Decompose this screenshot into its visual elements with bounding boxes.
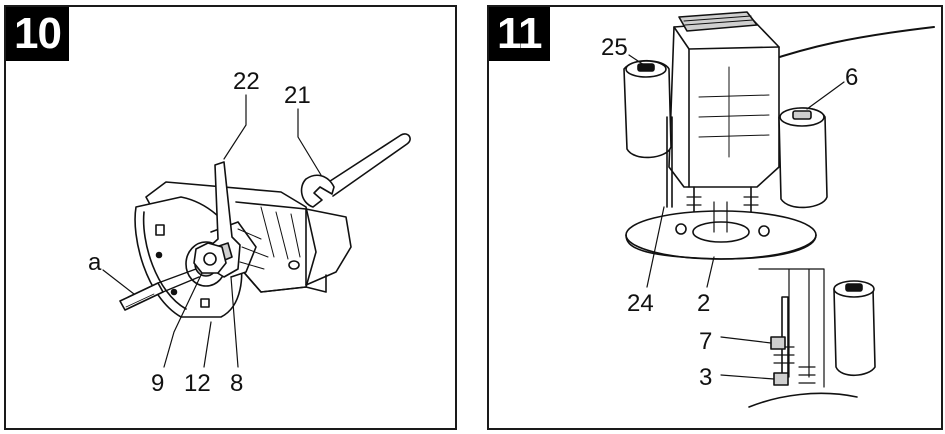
figure-10-panel: 10 xyxy=(4,5,457,430)
leader-lines-10 xyxy=(102,94,322,368)
router-base-plate xyxy=(625,186,817,260)
handle-6 xyxy=(778,107,828,209)
callout-25: 25 xyxy=(601,34,628,61)
leader-lines-11 xyxy=(628,54,845,380)
callout-2: 2 xyxy=(697,290,710,317)
callout-8: 8 xyxy=(230,370,243,397)
callout-6: 6 xyxy=(845,64,858,91)
figure-10-illustration: 22 21 a 9 12 8 xyxy=(88,68,411,397)
callout-22: 22 xyxy=(233,68,260,95)
depth-stop-rod-24 xyxy=(666,116,673,208)
callout-7: 7 xyxy=(699,328,712,355)
handle-25 xyxy=(623,59,672,159)
callout-24: 24 xyxy=(627,290,654,317)
figure-11-illustration: 25 6 24 2 7 3 xyxy=(601,11,935,408)
callout-9: 9 xyxy=(151,370,164,397)
callout-21: 21 xyxy=(284,82,311,109)
figure-number-11: 11 xyxy=(489,7,550,61)
callout-12: 12 xyxy=(184,370,211,397)
wrench-21 xyxy=(300,133,411,208)
collet-nut-9 xyxy=(193,242,227,274)
power-cable xyxy=(763,26,935,63)
router-bit-a xyxy=(119,268,200,311)
figure-11-panel: 11 xyxy=(487,5,943,430)
callout-a: a xyxy=(88,249,102,276)
figure-number-10: 10 xyxy=(6,7,69,61)
inset-detail xyxy=(748,268,876,408)
router-motor-housing xyxy=(668,11,780,188)
callout-3: 3 xyxy=(699,364,712,391)
